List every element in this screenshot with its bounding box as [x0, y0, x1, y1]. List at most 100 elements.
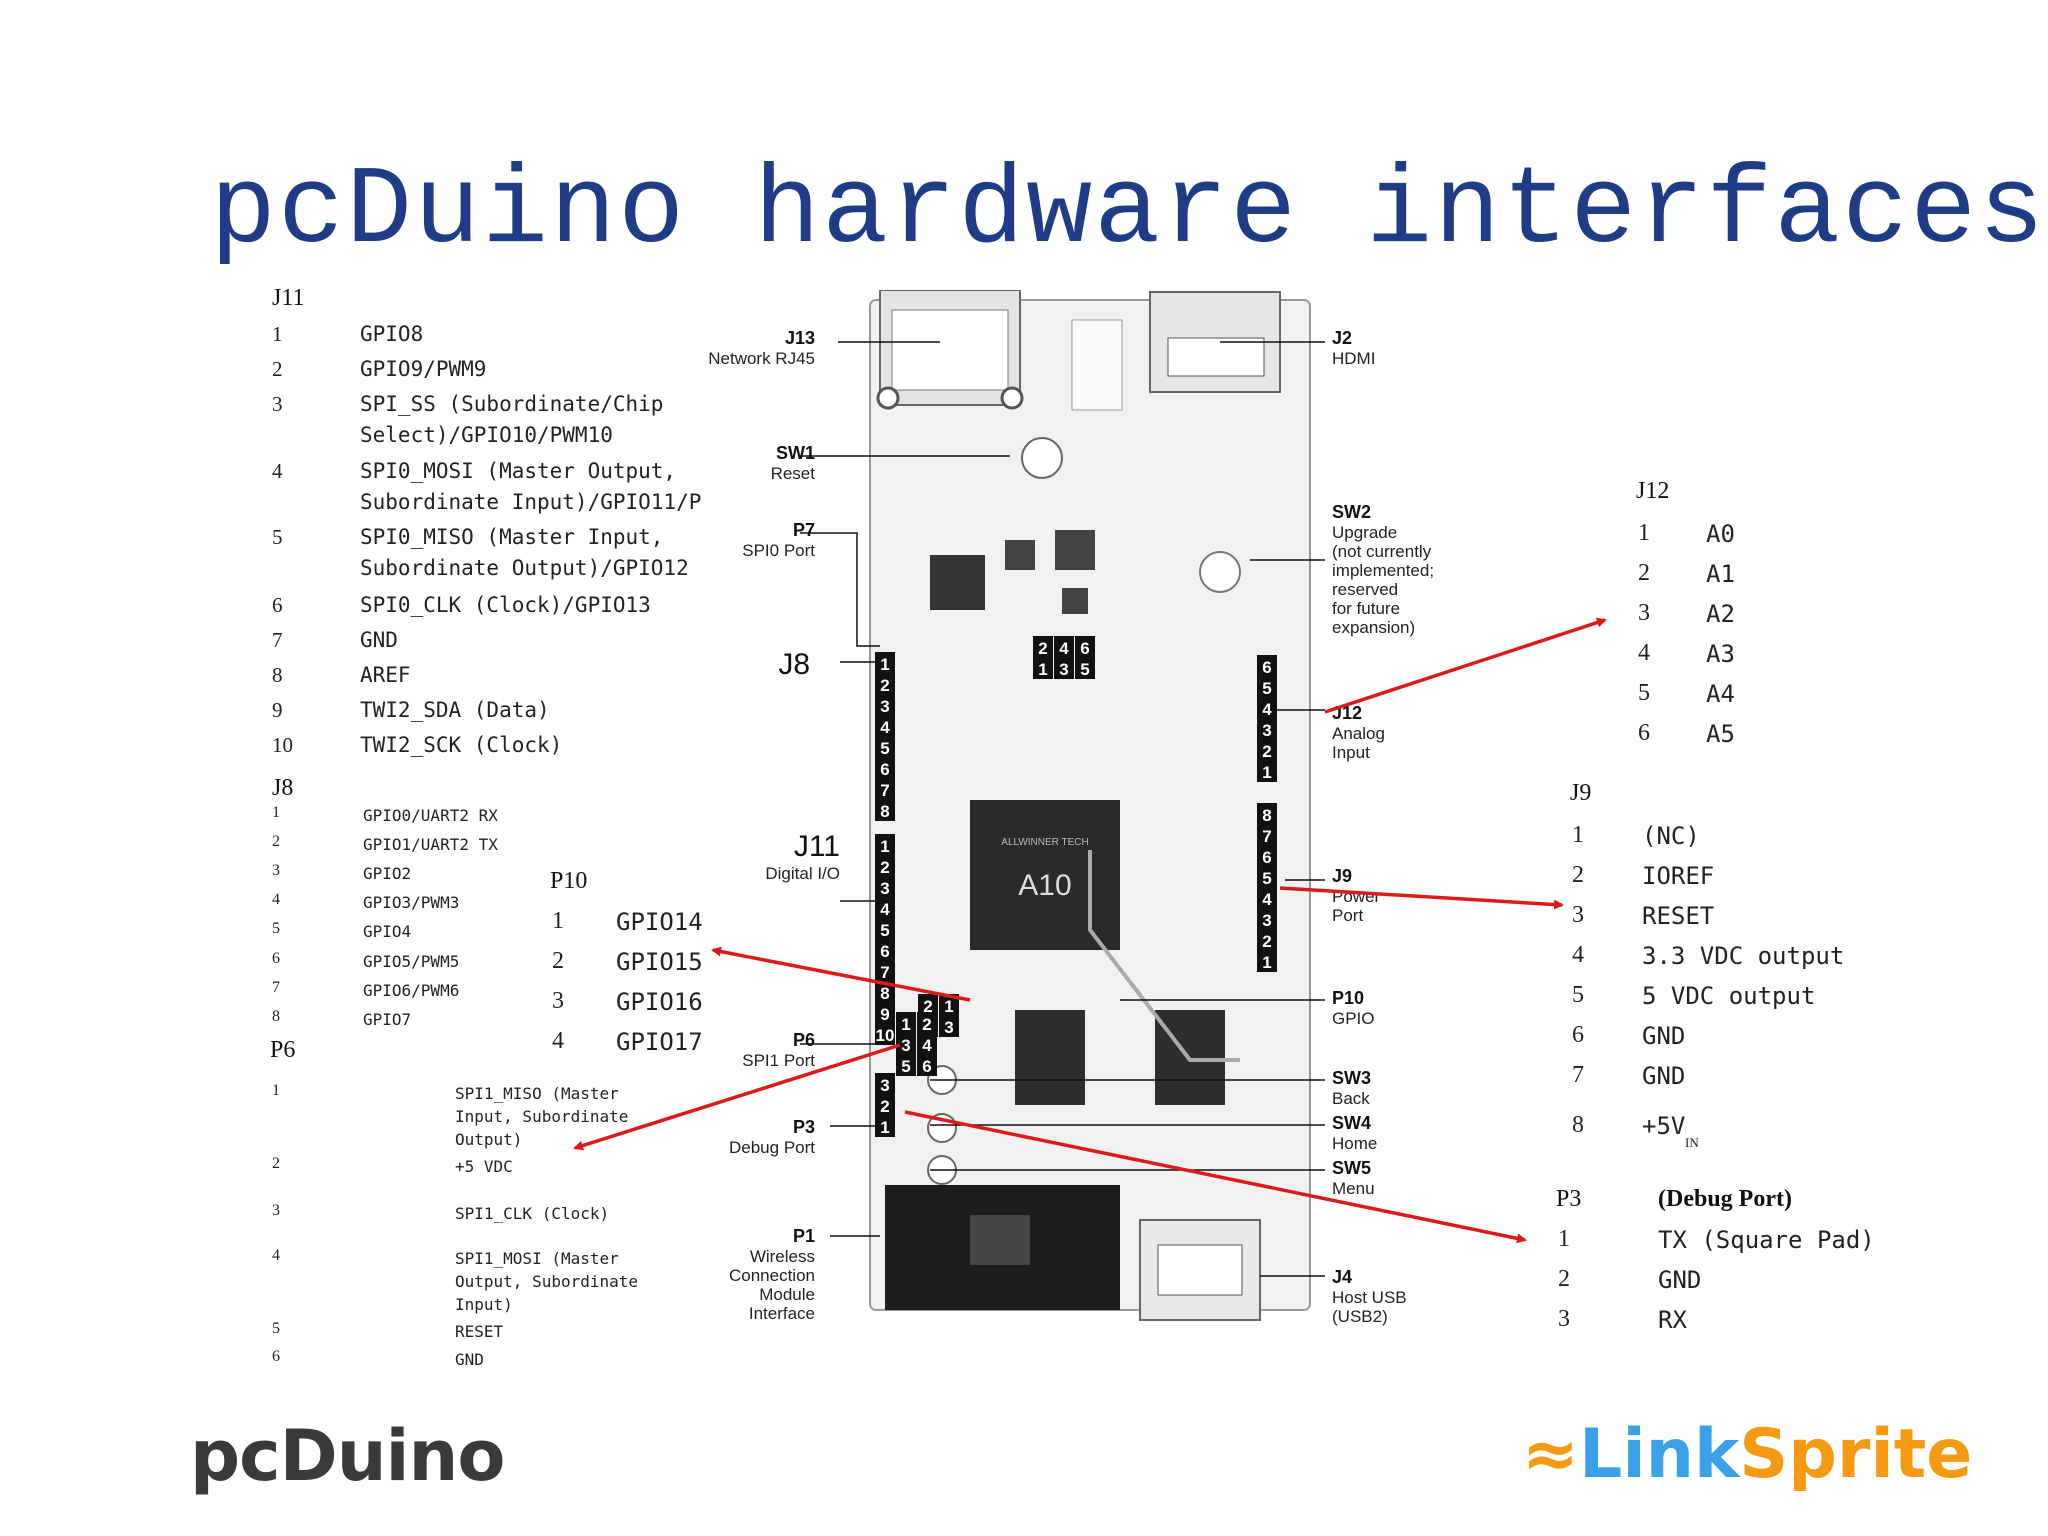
j9-silk-pin: 4	[1262, 890, 1272, 909]
j11-silk-pin: 10	[876, 1026, 895, 1045]
p3-subtitle: (Debug Port)	[1658, 1186, 1792, 1212]
p6-pin-function: Input, Subordinate	[455, 1107, 629, 1126]
j9-pin-number: 7	[1572, 1062, 1584, 1088]
j9-pin-function: RESET	[1642, 902, 1715, 930]
j11-pin-number: 4	[272, 459, 283, 483]
p3-pin-number: 2	[1558, 1266, 1570, 1292]
j12-silk-pin-pad	[1257, 718, 1277, 740]
j12-pin-function: A4	[1706, 680, 1735, 708]
j8-silk-pin: 8	[880, 802, 889, 821]
board-label-j9-id: J9	[1332, 866, 1353, 886]
j11-pin-function: SPI0_MOSI (Master Output,	[360, 459, 677, 483]
j11-silk-pin-pad	[875, 876, 895, 898]
j12-pin-number: 6	[1638, 720, 1650, 746]
p10-silk-pin: 2	[923, 997, 932, 1016]
p6-pin-function: Output)	[455, 1130, 523, 1149]
p3-pin-function: TX (Square Pad)	[1658, 1226, 1875, 1254]
board-label-j2-id: J2	[1332, 328, 1353, 348]
j8-silk-pin-pad	[875, 694, 895, 716]
p10-pin-number: 3	[552, 988, 564, 1014]
board-label-p10-desc: GPIO	[1332, 1009, 1375, 1028]
board-label-sw2-desc: reserved	[1332, 580, 1399, 599]
p7-silk-pin-pad	[1033, 636, 1053, 658]
j8-pin-function: GPIO2	[363, 864, 412, 883]
j11-silk-pin: 4	[880, 900, 890, 919]
board-label-p3-desc: Debug Port	[729, 1138, 815, 1157]
p6-silk-pin: 6	[922, 1057, 931, 1076]
a10-chip-label: A10	[1018, 869, 1071, 902]
j11-silk-pin-pad	[875, 1002, 895, 1024]
j12-pin-function: A3	[1706, 640, 1735, 668]
p6-silk-pin-pad	[896, 1033, 916, 1055]
j12-pin-number: 2	[1638, 560, 1650, 586]
j8-pin-number: 6	[272, 950, 280, 967]
j11-silk-pin: 9	[880, 1005, 889, 1024]
j8-pin-number: 8	[272, 1008, 280, 1025]
board-label-j4-desc: (USB2)	[1332, 1307, 1388, 1326]
p10-silk-pin: 1	[944, 997, 953, 1016]
j11-silk-pin: 1	[880, 837, 889, 856]
p7-silk-pin: 5	[1080, 660, 1089, 679]
p6-silk-pin: 2	[922, 1015, 931, 1034]
j9-pin-function: 3.3 VDC output	[1642, 942, 1845, 970]
j11-pin-function: GPIO9/PWM9	[360, 357, 487, 381]
p6-pin-number: 2	[272, 1155, 280, 1172]
p7-silk-pin-pad	[1075, 657, 1095, 679]
j12-pin-function: A2	[1706, 600, 1735, 628]
j11-silk-pin: 5	[880, 921, 889, 940]
j8-silk-pin: 5	[880, 739, 889, 758]
p6-silk-pin: 1	[901, 1015, 910, 1034]
j8-silk-pin: 1	[880, 655, 889, 674]
p6-pin-function: GND	[455, 1350, 484, 1369]
p6-silk-pin: 4	[922, 1036, 932, 1055]
board-label-sw2-id: SW2	[1332, 502, 1372, 522]
board-label-j12-id: J12	[1332, 703, 1363, 723]
p3-silk-pin: 3	[880, 1076, 889, 1095]
p10-pin-function: GPIO14	[616, 908, 703, 936]
p6-pin-number: 5	[272, 1320, 280, 1337]
j8-pin-function: GPIO4	[363, 922, 412, 941]
j8-pin-function: GPIO7	[363, 1010, 412, 1029]
p10-header: P10	[550, 868, 588, 894]
board-label-p1-desc: Interface	[748, 1304, 815, 1323]
j12-silk-pin: 3	[1262, 721, 1271, 740]
p6-pin-number: 1	[272, 1082, 280, 1099]
j9-silk-pin: 3	[1262, 911, 1271, 930]
p3-header: P3	[1556, 1186, 1582, 1212]
p6-pin-function: Input)	[455, 1295, 513, 1314]
board-label-j11-id: J11	[793, 830, 840, 863]
j9-pin-function: GND	[1642, 1062, 1686, 1090]
j9-silk-pin: 7	[1262, 827, 1271, 846]
j9-header: J9	[1570, 780, 1592, 806]
j9-pin-function: +5V	[1642, 1112, 1686, 1140]
p7-silk-pin-pad	[1054, 657, 1074, 679]
board-label-j12-desc: Input	[1332, 743, 1370, 762]
p3-silk-pin: 2	[880, 1097, 889, 1116]
j9-silk-pin-pad	[1257, 803, 1277, 825]
p10-pin-function: GPIO15	[616, 948, 703, 976]
j8-silk-pin: 3	[880, 697, 889, 716]
j11-pin-function: Subordinate Input)/GPIO11/P	[360, 490, 702, 514]
board-label-j13-desc: Network RJ45	[708, 349, 815, 368]
p7-silk-pin: 3	[1059, 660, 1068, 679]
board-label-sw2-desc: (not currently	[1332, 542, 1432, 561]
j12-pin-number: 3	[1638, 600, 1650, 626]
j12-silk-pin: 5	[1262, 679, 1271, 698]
j11-pin-function: SPI_SS (Subordinate/Chip	[360, 392, 664, 416]
p3-pin-function: RX	[1658, 1306, 1687, 1334]
p6-silk-pin-pad	[896, 1012, 916, 1034]
j12-silk-pin: 6	[1262, 658, 1271, 677]
j8-pin-number: 1	[272, 804, 280, 821]
j12-silk-pin-pad	[1257, 697, 1277, 719]
p10-pin-function: GPIO17	[616, 1028, 703, 1056]
j11-pin-number: 10	[272, 733, 293, 757]
board-label-p10-id: P10	[1332, 988, 1365, 1008]
board-label-j8: J8	[778, 648, 810, 682]
p7-silk-pin: 2	[1038, 639, 1047, 658]
j9-silk-pin: 6	[1262, 848, 1271, 867]
p10-pin-number: 4	[552, 1028, 564, 1054]
